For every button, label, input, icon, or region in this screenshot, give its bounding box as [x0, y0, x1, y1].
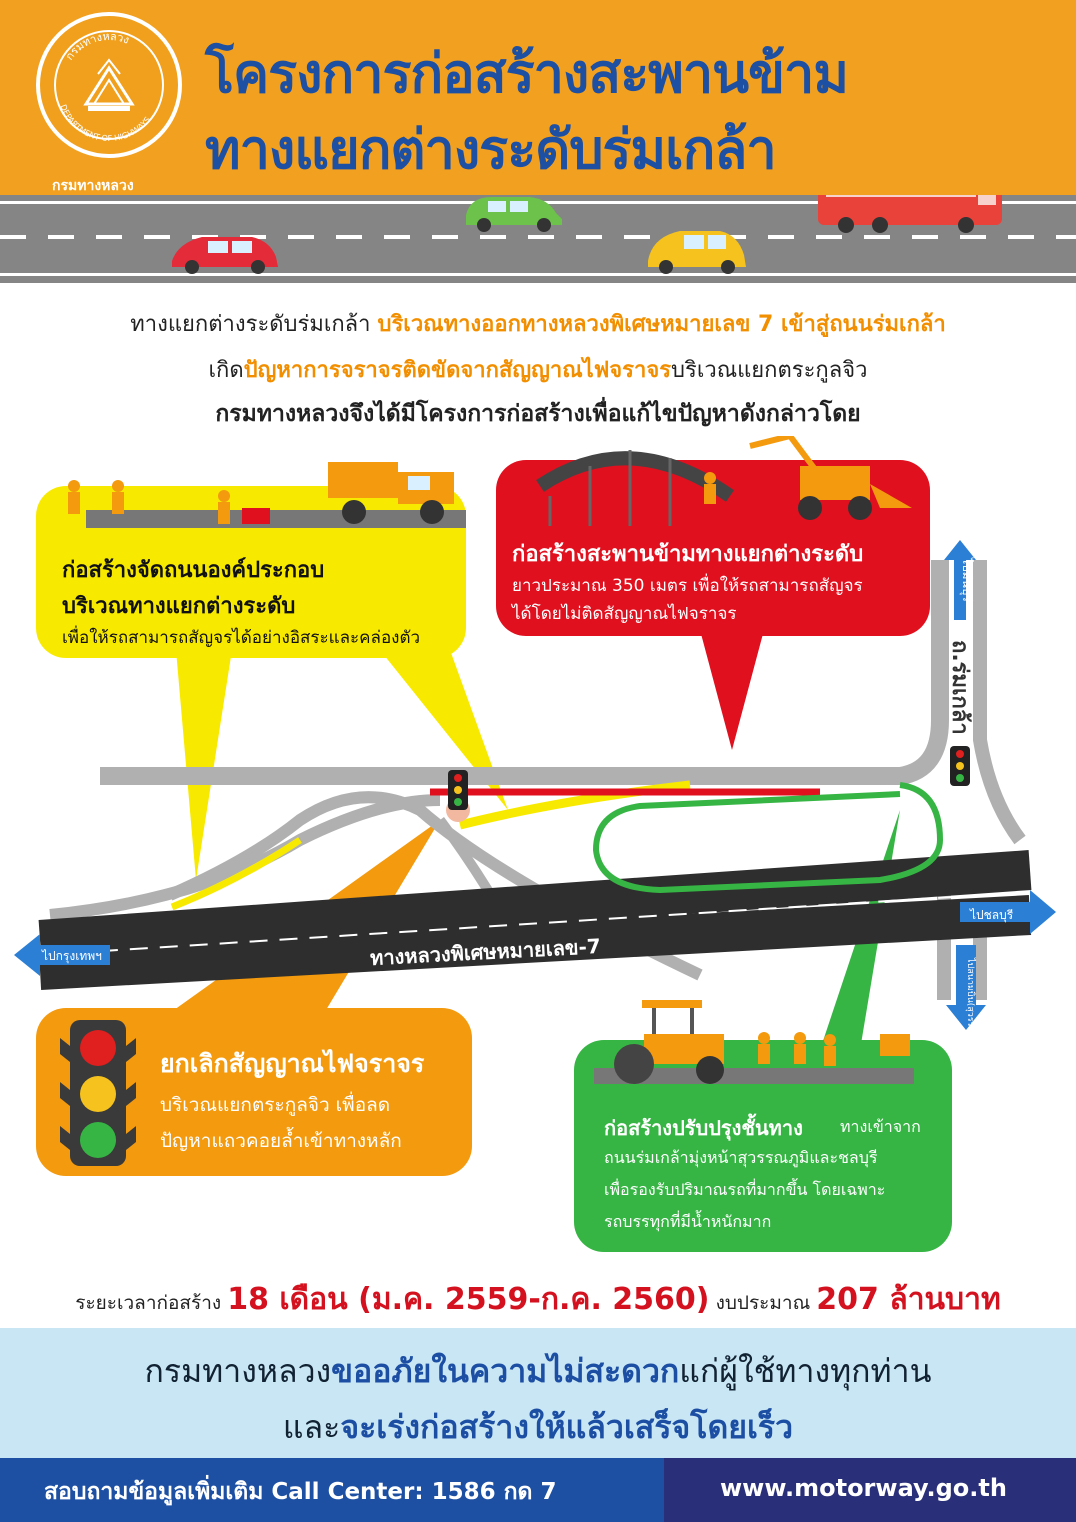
- green-subtext-2: เพื่อรองรับปริมาณรถที่มากขึ้น โดยเฉพาะ: [604, 1180, 886, 1199]
- red-tail: [700, 630, 764, 750]
- footer-callcenter: สอบถามข้อมูลเพิ่มเติม Call Center: 1586 …: [0, 1458, 664, 1522]
- intro-line1-a: ทางแยกต่างระดับร่มเกล้า: [130, 312, 378, 337]
- intro-line2: เกิดปัญหาการจราจรติดขัดจากสัญญาณไฟจราจรบ…: [0, 352, 1076, 387]
- logo-caption: กรมทางหลวง: [52, 178, 134, 194]
- intro-line2-a: เกิด: [208, 358, 244, 383]
- logo-top-text: กรมทางหลวง: [63, 30, 131, 63]
- svg-text:กรมทางหลวง: กรมทางหลวง: [63, 30, 131, 63]
- arrow-minburi-icon: [944, 540, 976, 620]
- red-subtext-1: ยาวประมาณ 350 เมตร เพื่อให้รถสามารถสัญจร: [512, 576, 863, 596]
- callcenter-text: สอบถามข้อมูลเพิ่มเติม Call Center: 1586 …: [44, 1479, 557, 1505]
- footer-website[interactable]: www.motorway.go.th: [664, 1458, 1076, 1522]
- emblem-icon: กรมทางหลวง DEPARTMENT OF HIGHWAYS: [59, 30, 153, 143]
- road-roller-icon: [614, 1000, 724, 1084]
- arrow-chonburi-icon: [960, 890, 1056, 934]
- duration-label: ระยะเวลาก่อสร้าง: [75, 1292, 228, 1314]
- road-workers-illustration: [68, 462, 466, 528]
- romklao-label: ถ.ร่มเกล้า: [947, 640, 972, 735]
- orange-heading: ยกเลิกสัญญาณไฟจราจร: [160, 1049, 425, 1078]
- green-car-icon: [466, 197, 562, 232]
- interchange-diagram: [14, 540, 1056, 1050]
- red-car-icon: [172, 237, 278, 274]
- red-heading: ก่อสร้างสะพานข้ามทางแยกต่างระดับ: [512, 542, 864, 567]
- intro-line3: กรมทางหลวงจึงได้มีโครงการก่อสร้างเพื่อแก…: [215, 401, 861, 427]
- excavator-icon: [749, 436, 912, 520]
- yellow-heading-2: บริเวณทางแยกต่างระดับ: [62, 594, 296, 619]
- bangkok-label: ไปกรุงเทพฯ: [42, 949, 102, 963]
- vehicles-illustration: [172, 195, 1002, 274]
- yellow-heading-1: ก่อสร้างจัดถนนองค์ประกอบ: [62, 558, 325, 583]
- apology-l1-c: แก่ผู้ใช้ทางทุกท่าน: [679, 1352, 932, 1390]
- website-link[interactable]: www.motorway.go.th: [720, 1474, 1007, 1502]
- schedule-budget-line: ระยะเวลาก่อสร้าง 18 เดือน (ม.ค. 2559-ก.ค…: [0, 1276, 1076, 1323]
- apology-l2-a: และ: [282, 1408, 341, 1446]
- arrow-bangkok-icon: [14, 934, 110, 976]
- budget-label: งบประมาณ: [709, 1292, 817, 1314]
- doh-logo: กรมทางหลวง DEPARTMENT OF HIGHWAYS: [36, 12, 182, 158]
- apology-l1-b: ขออภัยในความไม่สะดวก: [331, 1352, 680, 1390]
- page-title-line2: ทางแยกต่างระดับร่มเกล้า: [205, 118, 777, 181]
- chonburi-label: ไปชลบุรี: [970, 908, 1014, 922]
- intro-line1-b: บริเวณทางออกทางหลวงพิเศษหมายเลข 7 เข้าสู…: [377, 312, 946, 337]
- red-subtext-2: ได้โดยไม่ติดสัญญาณไฟจราจร: [512, 604, 737, 624]
- budget-value: 207 ล้านบาท: [816, 1282, 1001, 1317]
- green-heading: ก่อสร้างปรับปรุงชั้นทาง: [604, 1116, 803, 1140]
- orange-subtext-1: บริเวณแยกตระกูลจิว เพื่อลด: [160, 1094, 391, 1116]
- yellow-tail-right: [380, 650, 508, 810]
- header-banner: กรมทางหลวง DEPARTMENT OF HIGHWAYS กรมทาง…: [0, 0, 1076, 195]
- road-roller-illustration: [594, 1000, 914, 1084]
- motorway-lower: [38, 895, 1032, 990]
- intro-line1: ทางแยกต่างระดับร่มเกล้า บริเวณทางออกทางห…: [0, 306, 1076, 341]
- apology-line2: และจะเร่งก่อสร้างให้แล้วเสร็จโดยเร็ว: [0, 1402, 1076, 1453]
- intro-line2-b: ปัญหาการจราจรติดขัดจากสัญญาณไฟจราจร: [243, 358, 672, 383]
- duration-value: 18 เดือน (ม.ค. 2559-ก.ค. 2560): [227, 1282, 710, 1317]
- yellow-car-icon: [648, 231, 746, 274]
- suvarnabhumi-label: ไปสนามบิน(สุวรรณภูมิ): [965, 958, 975, 1051]
- arrow-suvarnabhumi-icon: [946, 945, 986, 1030]
- page-title-line1: โครงการก่อสร้างสะพานข้าม: [205, 42, 849, 105]
- traffic-light-icon: [60, 1020, 136, 1166]
- apology-l2-b: จะเร่งก่อสร้างให้แล้วเสร็จโดยเร็ว: [340, 1408, 794, 1446]
- romklao-road: [100, 560, 949, 785]
- intro-line2-c: บริเวณแยกตระกูลจิว: [671, 358, 868, 383]
- bridge-construction-illustration: [536, 436, 912, 526]
- apology-banner: กรมทางหลวงขออภัยในความไม่สะดวกแก่ผู้ใช้ท…: [0, 1328, 1076, 1458]
- green-subtext-3: รถบรรทุกที่มีน้ำหนักมาก: [604, 1212, 772, 1231]
- traffic-light-romklao-icon: [950, 746, 970, 786]
- apology-l1-a: กรมทางหลวง: [144, 1352, 332, 1390]
- green-subtext-1: ถนนร่มเกล้ามุ่งหน้าสุวรรณภูมิและชลบุรี: [604, 1148, 878, 1167]
- traffic-light-map-icon: [446, 770, 470, 822]
- header-road: [0, 195, 1076, 283]
- yellow-subtext: เพื่อให้รถสามารถสัญจรได้อย่างอิสระและคล่…: [62, 628, 421, 648]
- green-heading-tail: ทางเข้าจาก: [840, 1117, 921, 1136]
- orange-subtext-2: ปัญหาแถวคอยล้ำเข้าทางหลัก: [160, 1130, 402, 1152]
- green-loop: [592, 782, 944, 894]
- apology-line1: กรมทางหลวงขออภัยในความไม่สะดวกแก่ผู้ใช้ท…: [0, 1346, 1076, 1397]
- yellow-tail-left: [176, 650, 232, 880]
- bus-icon: [818, 195, 1002, 233]
- minburi-label: ไปมีนบุรี: [960, 558, 974, 602]
- dump-truck-icon: [328, 462, 454, 524]
